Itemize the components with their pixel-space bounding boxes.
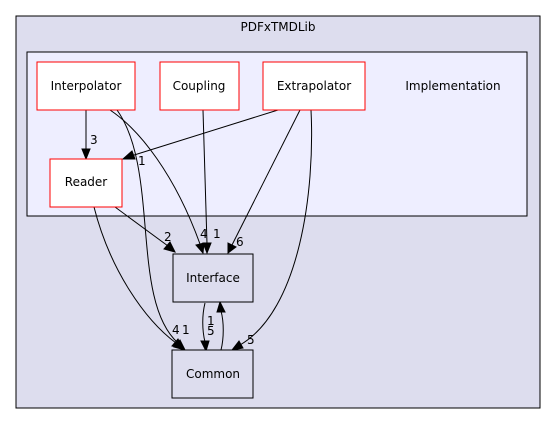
- edge-interpolator-common: [116, 109, 179, 344]
- edge-extrapolator-interface-arrow: [227, 242, 237, 254]
- edge-label-interpolator-reader: 3: [90, 133, 98, 147]
- node-coupling[interactable]: Coupling: [159, 61, 240, 111]
- edge-interpolator-interface-arrow: [195, 242, 205, 255]
- node-interpolator-label: Interpolator: [51, 79, 122, 93]
- edge-extrapolator-common: [239, 109, 313, 346]
- edge-label-interface-common: 5: [207, 324, 215, 338]
- cluster-pdfxtmdlib-title: PDFxTMDLib: [240, 20, 315, 34]
- edge-reader-interface-arrow: [163, 241, 176, 253]
- edge-label-extrapolator-interface-a: 1: [213, 227, 221, 241]
- edge-label-interpolator-coupling-interface: 4: [200, 227, 208, 241]
- edge-common-interface-arrow: [216, 300, 226, 313]
- edge-interface-common: [202, 302, 206, 343]
- node-interface-label: Interface: [186, 271, 240, 285]
- edge-label-reader-interface: 2: [164, 230, 172, 244]
- edge-reader-common: [93, 206, 177, 344]
- edge-interpolator-common-arrow: [173, 339, 186, 351]
- edge-reader-interface: [114, 206, 169, 247]
- node-common[interactable]: Common: [171, 349, 254, 399]
- edge-label-to-common-a: 4: [172, 323, 180, 337]
- cluster-implementation-title: Implementation: [405, 79, 500, 93]
- node-common-label: Common: [186, 367, 240, 381]
- node-extrapolator[interactable]: Extrapolator: [262, 61, 366, 111]
- edge-label-extrapolator-common: 5: [247, 333, 255, 347]
- node-extrapolator-label: Extrapolator: [277, 79, 351, 93]
- edge-label-to-common-b: 1: [182, 323, 190, 337]
- edge-common-interface: [220, 310, 224, 351]
- node-interface[interactable]: Interface: [172, 253, 254, 303]
- edge-extrapolator-interface: [231, 109, 301, 246]
- edge-coupling-interface: [202, 109, 208, 245]
- node-reader[interactable]: Reader: [49, 158, 123, 208]
- edge-interpolator-reader-arrow: [81, 148, 91, 161]
- edge-extrapolator-reader: [130, 109, 279, 157]
- node-coupling-label: Coupling: [173, 79, 226, 93]
- edge-label-extrapolator-interface: 6: [236, 235, 244, 249]
- edge-coupling-interface-arrow: [202, 242, 212, 255]
- edge-interface-common-arrow: [200, 340, 210, 353]
- edge-label-common-interface: 1: [207, 314, 215, 328]
- edge-label-extrapolator-reader: 1: [138, 154, 146, 168]
- node-reader-label: Reader: [65, 175, 108, 189]
- edge-extrapolator-reader-arrow: [121, 150, 136, 160]
- edge-extrapolator-common-arrow: [230, 340, 244, 351]
- edge-interpolator-interface: [109, 109, 201, 245]
- node-interpolator[interactable]: Interpolator: [36, 61, 136, 111]
